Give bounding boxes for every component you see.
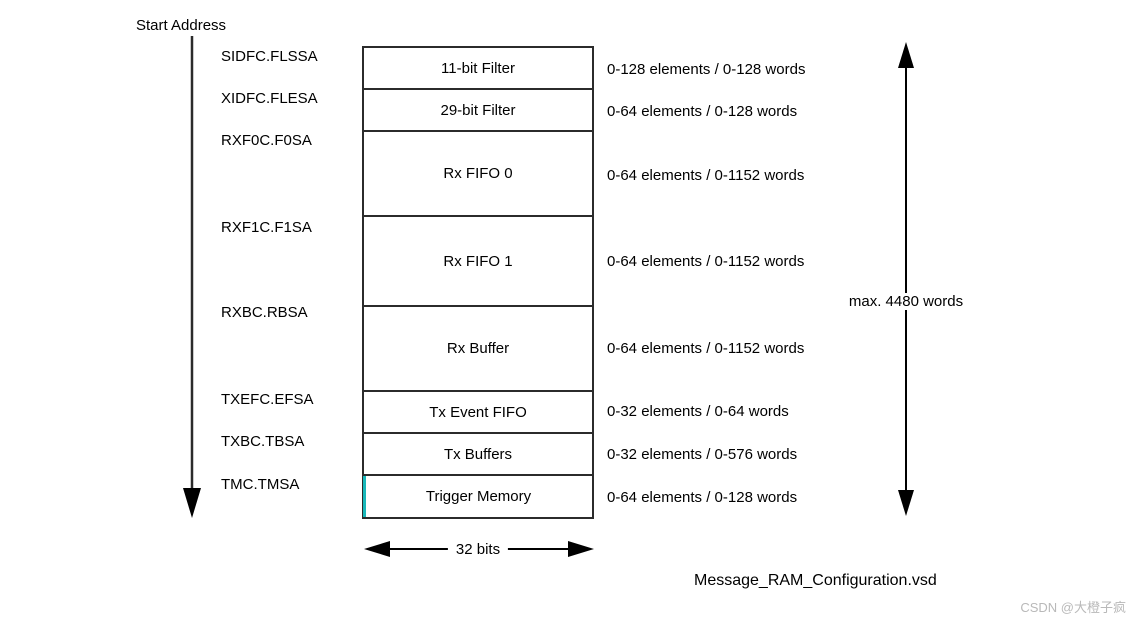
memory-block-trigger-memory[interactable]: Trigger Memory [363, 476, 591, 517]
memory-block-label: 29-bit Filter [440, 101, 516, 119]
memory-block-rx-buffer[interactable]: Rx Buffer [364, 307, 592, 392]
memory-block-label: Rx Buffer [446, 340, 510, 357]
size-note-rx-fifo-1: 0-64 elements / 0-1152 words [607, 253, 805, 270]
register-label-rxf1c: RXF1C.F1SA [221, 219, 312, 236]
total-size-label: max. 4480 words [841, 293, 971, 310]
memory-block-label: 11-bit Filter [441, 59, 515, 77]
watermark: CSDN @大橙子疯 [1020, 600, 1126, 615]
size-note-tx-event-fifo: 0-32 elements / 0-64 words [607, 403, 789, 420]
register-label-txbc: TXBC.TBSA [221, 433, 305, 450]
memory-block-rx-fifo-0[interactable]: Rx FIFO 0 [364, 132, 592, 217]
memory-map-table: 11-bit Filter 29-bit Filter Rx FIFO 0 Rx… [362, 46, 594, 519]
memory-block-label: Tx Event FIFO [429, 403, 527, 421]
memory-block-label: Rx FIFO 0 [443, 165, 513, 182]
memory-block-tx-event-fifo[interactable]: Tx Event FIFO [364, 392, 592, 434]
size-note-29bit-filter: 0-64 elements / 0-128 words [607, 103, 798, 120]
memory-block-label: Rx FIFO 1 [443, 252, 513, 270]
width-label: 32 bits [447, 541, 509, 558]
register-label-txefc: TXEFC.EFSA [221, 391, 314, 408]
size-note-rx-buffer: 0-64 elements / 0-1152 words [607, 340, 805, 357]
size-note-rx-fifo-0: 0-64 elements / 0-1152 words [607, 167, 805, 184]
memory-block-label: Tx Buffers [443, 445, 513, 463]
register-label-xidfc: XIDFC.FLESA [221, 90, 318, 107]
memory-block-label: Trigger Memory [425, 488, 532, 505]
size-note-tx-buffers: 0-32 elements / 0-576 words [607, 446, 798, 463]
size-note-trigger-memory: 0-64 elements / 0-128 words [607, 489, 798, 506]
size-note-11bit-filter: 0-128 elements / 0-128 words [607, 61, 806, 78]
total-size-double-arrow-icon [892, 42, 920, 516]
start-address-label: Start Address [136, 17, 227, 34]
register-label-sidfc: SIDFC.FLSSA [221, 48, 318, 65]
register-label-tmc: TMC.TMSA [221, 476, 300, 493]
memory-block-11bit-filter[interactable]: 11-bit Filter [364, 48, 592, 90]
register-label-rxf0c: RXF0C.F0SA [221, 132, 312, 149]
memory-block-29bit-filter[interactable]: 29-bit Filter [364, 90, 592, 132]
memory-block-rx-fifo-1[interactable]: Rx FIFO 1 [364, 217, 592, 307]
start-address-arrow-icon [178, 36, 206, 518]
memory-block-tx-buffers[interactable]: Tx Buffers [364, 434, 592, 476]
register-label-rxbc: RXBC.RBSA [221, 304, 308, 321]
file-name-caption: Message_RAM_Configuration.vsd [694, 572, 937, 589]
